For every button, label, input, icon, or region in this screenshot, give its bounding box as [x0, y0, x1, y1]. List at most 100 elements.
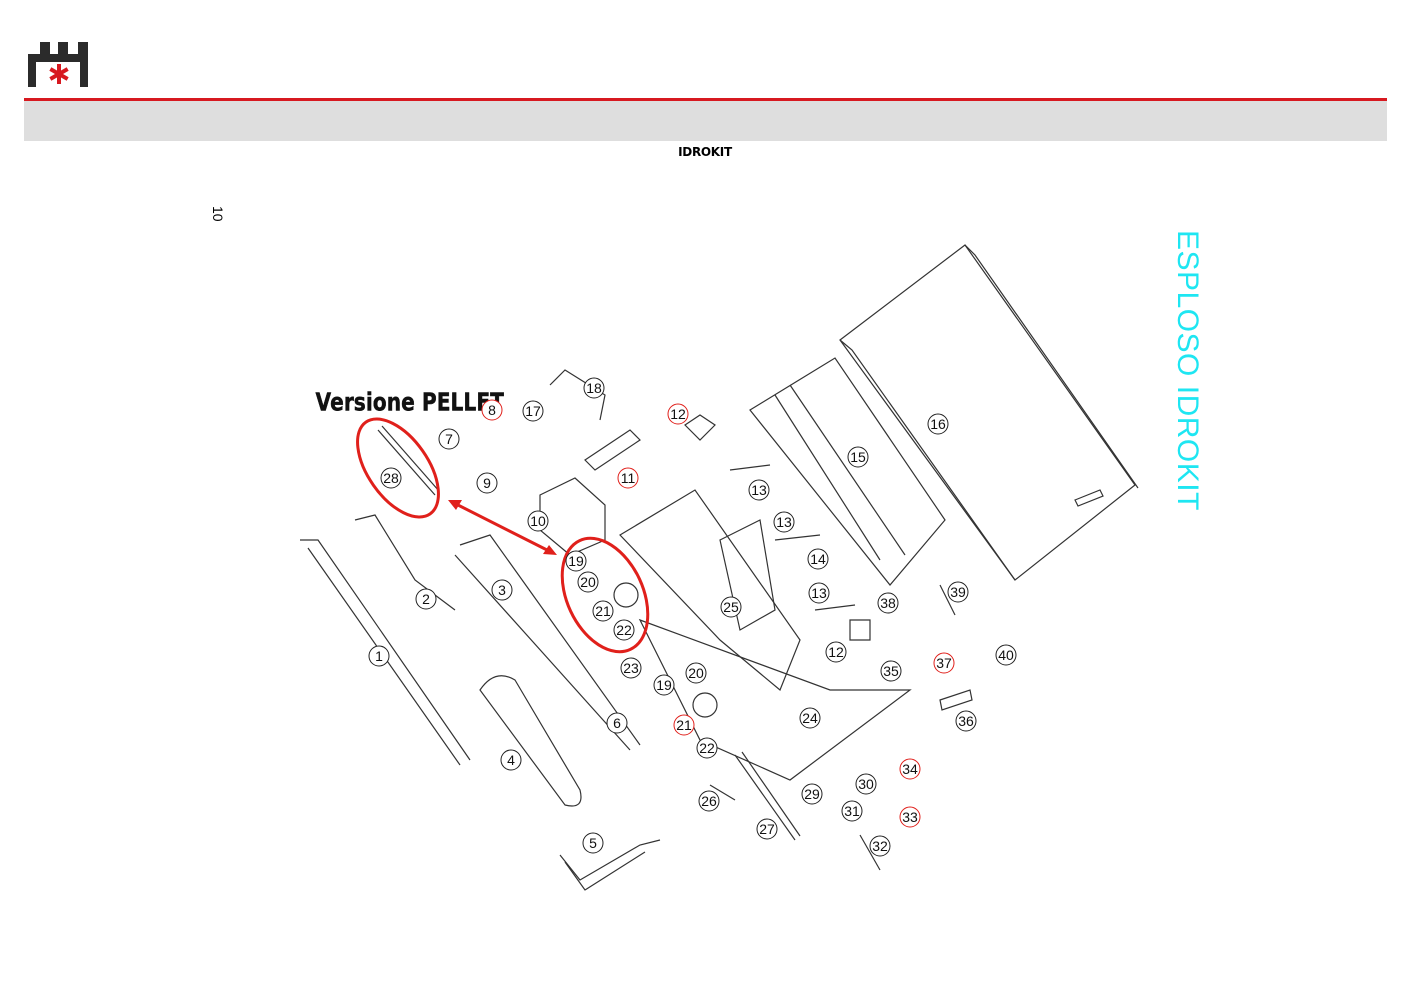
- callout-label-31: 31: [844, 803, 860, 819]
- callout-label-4: 4: [507, 752, 515, 768]
- callout-label-8: 8: [488, 402, 496, 418]
- callout-label-13: 13: [811, 585, 827, 601]
- part-27-pipe: [734, 754, 796, 841]
- pellet-version-label: Versione PELLET: [316, 388, 505, 417]
- callout-circle-13: [748, 479, 770, 501]
- callout-label-11: 11: [621, 470, 636, 486]
- callout-label-18: 18: [586, 380, 602, 396]
- callout-circle-33: [899, 806, 921, 828]
- callout-circle-30: [855, 773, 877, 795]
- callout-label-28: 28: [383, 470, 399, 486]
- callout-label-27: 27: [759, 821, 775, 837]
- callout-circle-18: [583, 377, 605, 399]
- callout-label-12: 12: [670, 406, 686, 422]
- callout-label-23: 23: [623, 660, 639, 676]
- callout-circle-24: [799, 707, 821, 729]
- callout-circle-20: [577, 571, 599, 593]
- callout-label-33: 33: [902, 809, 918, 825]
- callout-circle-17: [522, 400, 544, 422]
- brand-logo: [28, 42, 88, 87]
- callout-circle-13: [773, 511, 795, 533]
- callout-label-7: 7: [445, 431, 453, 447]
- part-21-pump-b: [692, 692, 718, 718]
- callout-label-21: 21: [676, 717, 692, 733]
- callout-circle-13: [808, 582, 830, 604]
- callout-label-25: 25: [723, 599, 739, 615]
- pellet-highlight-19-22: [560, 536, 650, 654]
- callout-circle-3: [491, 579, 513, 601]
- callout-label-40: 40: [998, 647, 1014, 663]
- callout-circle-26: [698, 790, 720, 812]
- callout-circle-4: [500, 749, 522, 771]
- callout-circle-2: [415, 588, 437, 610]
- part-25-frame: [619, 489, 801, 691]
- callout-circle-19: [565, 550, 587, 572]
- callout-circle-15: [847, 446, 869, 468]
- callout-label-34: 34: [902, 761, 918, 777]
- callout-circle-11: [617, 467, 639, 489]
- part-21-pump-a: [613, 582, 639, 608]
- callout-circle-32: [869, 835, 891, 857]
- callout-label-9: 9: [483, 475, 491, 491]
- part-2-pipe: [354, 514, 456, 611]
- part-16-casing: [839, 244, 1136, 581]
- part-28-pipe: [377, 429, 436, 496]
- callout-label-6: 6: [613, 715, 621, 731]
- callout-circle-39: [947, 581, 969, 603]
- callout-label-13: 13: [751, 482, 767, 498]
- callout-label-35: 35: [883, 663, 899, 679]
- part-15-boiler: [749, 357, 946, 586]
- callout-circle-16: [927, 413, 949, 435]
- callout-circle-40: [995, 644, 1017, 666]
- part-11-exchanger: [584, 429, 641, 471]
- callout-label-13: 13: [776, 514, 792, 530]
- callout-label-1: 1: [375, 648, 383, 664]
- callout-circle-36: [955, 710, 977, 732]
- callout-circle-6: [606, 712, 628, 734]
- callout-circle-21: [592, 600, 614, 622]
- callout-label-2: 2: [422, 591, 430, 607]
- callout-circle-31: [841, 800, 863, 822]
- callout-circle-5: [582, 832, 604, 854]
- callout-label-20: 20: [580, 574, 596, 590]
- part-5-pipe: [559, 839, 661, 881]
- callout-circle-1: [368, 645, 390, 667]
- callout-label-14: 14: [810, 551, 826, 567]
- callout-label-19: 19: [568, 553, 584, 569]
- part-18-pipe: [549, 369, 606, 421]
- part-24-tray: [638, 618, 912, 781]
- callout-circle-12: [667, 403, 689, 425]
- callout-circle-21: [673, 714, 695, 736]
- callout-label-37: 37: [936, 655, 952, 671]
- callout-circle-7: [438, 428, 460, 450]
- header-red-rule: [24, 98, 1387, 101]
- callout-label-15: 15: [850, 449, 866, 465]
- callout-label-38: 38: [880, 595, 896, 611]
- header-grey-band: [24, 101, 1387, 141]
- callout-label-17: 17: [525, 403, 541, 419]
- callout-label-3: 3: [498, 582, 506, 598]
- callout-label-22: 22: [616, 622, 632, 638]
- part-4-vessel: [479, 675, 582, 807]
- part-3-pipe: [459, 534, 641, 746]
- part-10-box: [539, 477, 606, 556]
- callout-circle-19: [653, 674, 675, 696]
- callout-circle-12: [825, 641, 847, 663]
- callout-circle-28: [380, 467, 402, 489]
- callout-label-21: 21: [595, 603, 611, 619]
- callout-circle-14: [807, 548, 829, 570]
- callout-circle-22: [613, 619, 635, 641]
- callout-label-16: 16: [930, 416, 946, 432]
- callout-label-22: 22: [699, 740, 715, 756]
- callout-label-19: 19: [656, 677, 672, 693]
- callout-label-20: 20: [688, 665, 704, 681]
- callout-label-29: 29: [804, 786, 820, 802]
- callout-label-39: 39: [950, 584, 966, 600]
- callout-label-26: 26: [701, 793, 717, 809]
- section-title: IDROKIT: [678, 145, 732, 159]
- callout-circle-20: [685, 662, 707, 684]
- part-1-pipe: [300, 539, 471, 761]
- callout-label-30: 30: [858, 776, 874, 792]
- callout-label-10: 10: [530, 513, 546, 529]
